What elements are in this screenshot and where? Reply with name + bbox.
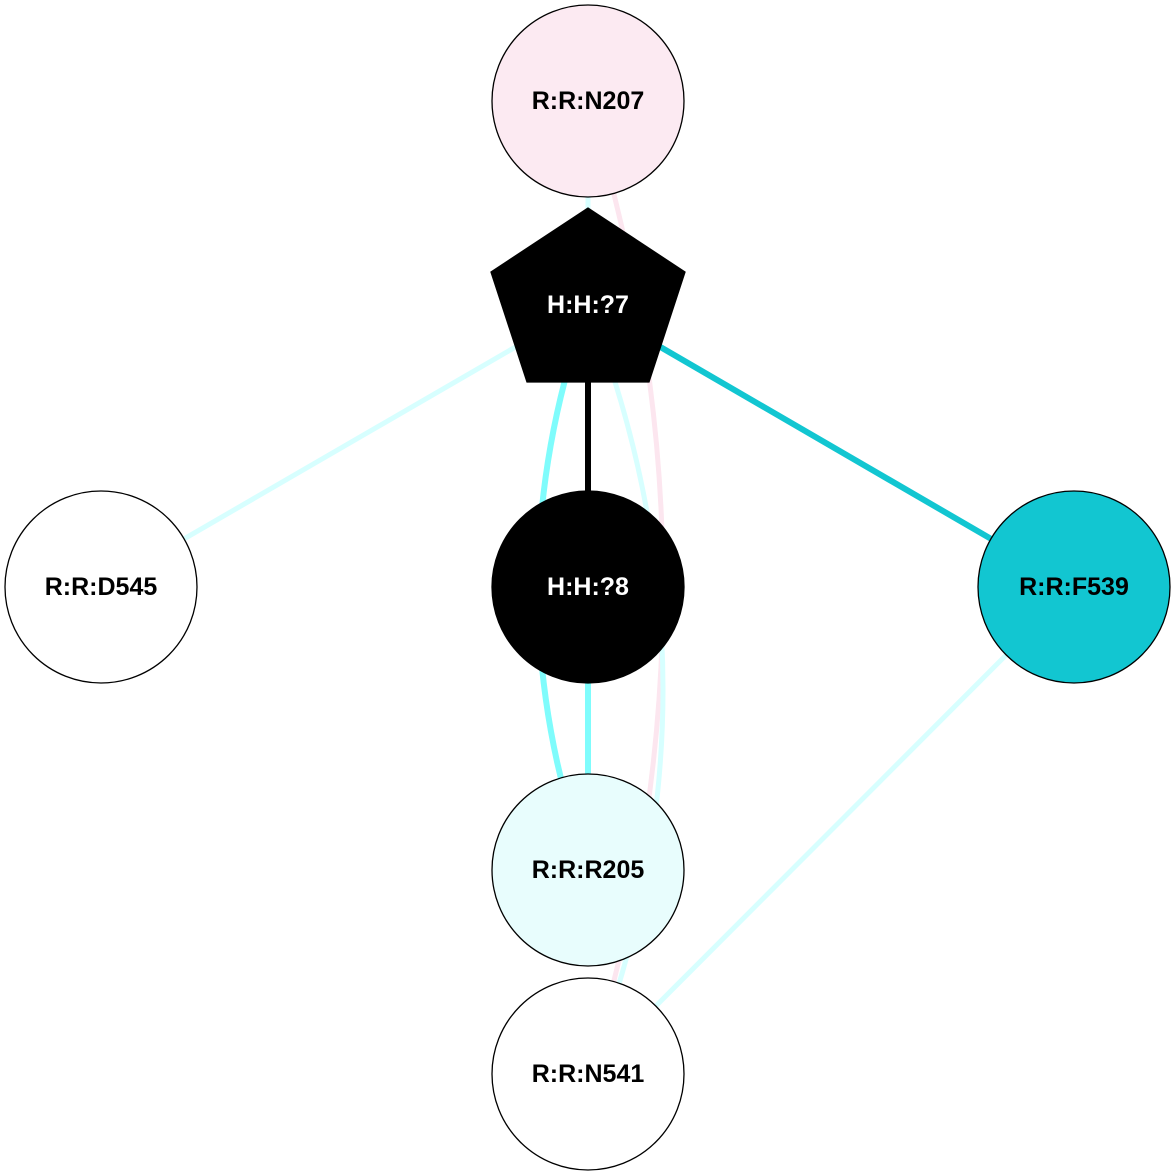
node-label: R:R:R205 (532, 856, 645, 884)
node-label: R:R:F539 (1019, 573, 1129, 601)
node-label: R:R:D545 (45, 573, 158, 601)
node-shape-circle (491, 977, 685, 1171)
edge-f539-n541 (586, 585, 1076, 1076)
node-h-h-8[interactable]: H:H:?8 (491, 490, 685, 684)
node-label: H:H:?8 (547, 573, 629, 601)
node-label: R:R:N207 (532, 87, 645, 115)
node-label: R:R:N541 (532, 1060, 645, 1088)
node-label: H:H:?7 (547, 291, 629, 319)
node-r-r-n541[interactable]: R:R:N541 (491, 977, 685, 1171)
node-shape-circle (491, 4, 685, 198)
node-shape-circle (4, 490, 198, 684)
node-shape-circle (977, 490, 1171, 684)
node-shape-circle (491, 490, 685, 684)
node-h-h-7[interactable]: H:H:?7 (490, 207, 686, 383)
node-r-r-f539[interactable]: R:R:F539 (977, 490, 1171, 684)
edge-h7-n541 (585, 304, 666, 1075)
node-shape-pentagon (490, 207, 686, 383)
node-r-r-r205[interactable]: R:R:R205 (491, 773, 685, 967)
node-r-r-n207[interactable]: R:R:N207 (491, 4, 685, 198)
node-shape-circle (491, 773, 685, 967)
node-r-r-d545[interactable]: R:R:D545 (4, 490, 198, 684)
